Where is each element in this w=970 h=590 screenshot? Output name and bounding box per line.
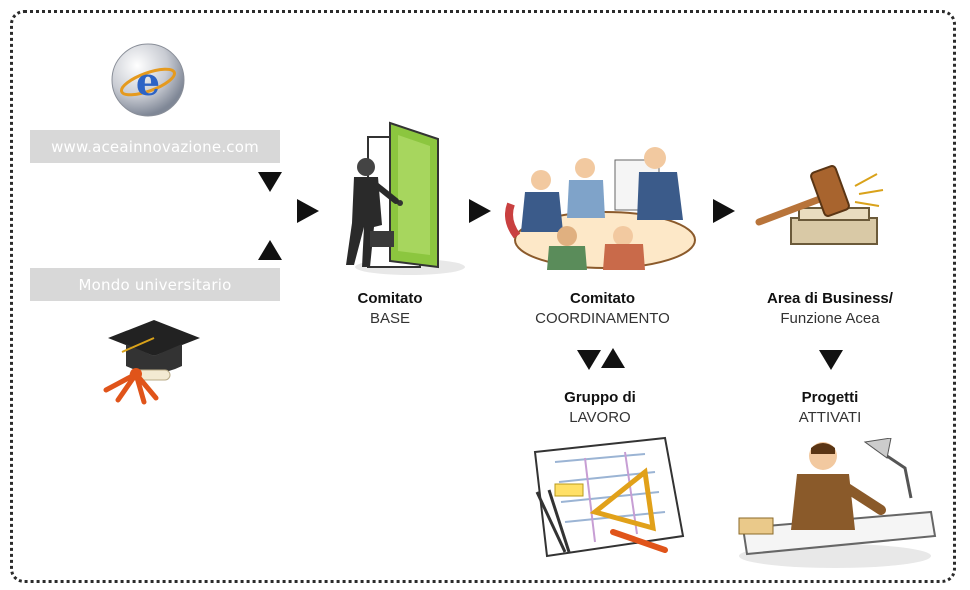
comitato-coordinamento-title: Comitato [570,290,635,307]
node-comitato-base: Comitato BASE [320,289,460,329]
arrow-to-business [713,199,735,223]
node-area-business: Area di Business/ Funzione Acea [730,289,930,329]
progetti-attivati-title: Progetti [801,389,859,406]
area-business-title: Area di Business/ [767,290,893,307]
comitato-base-subtitle: BASE [369,310,411,327]
node-gruppo-lavoro: Gruppo di LAVORO [515,388,685,428]
gruppo-lavoro-title: Gruppo di [564,389,636,406]
area-business-subtitle: Funzione Acea [780,310,880,327]
designer-desk-icon [735,437,940,578]
node-progetti-attivati: Progetti ATTIVATI [760,388,900,428]
website-source-bar: www.aceainnovazione.com [30,130,280,163]
meeting-table-icon [505,140,700,280]
web-globe-icon: e [108,40,188,125]
node-comitato-coordinamento: Comitato COORDINAMENTO [505,289,700,329]
website-source-label: www.aceainnovazione.com [51,137,259,156]
arrow-down-to-progetti [819,350,843,370]
arrow-up-from-university [258,240,282,260]
gruppo-lavoro-subtitle: LAVORO [569,409,631,426]
businessman-door-icon [330,115,470,285]
comitato-base-title: Comitato [357,290,423,307]
arrow-down-to-gruppo [577,350,601,370]
arrow-up-from-gruppo [601,348,625,368]
arrow-to-coordinamento [469,199,491,223]
arrow-to-base [297,199,319,223]
svg-text:e: e [136,59,160,104]
gavel-icon [755,160,890,265]
diagram-frame [10,10,956,583]
comitato-coordinamento-subtitle: COORDINAMENTO [535,310,670,327]
progetti-attivati-subtitle: ATTIVATI [798,409,862,426]
graduation-cap-icon [96,308,206,413]
arrow-down-from-website [258,172,282,192]
university-source-label: Mondo universitario [78,275,232,294]
blueprint-tools-icon [525,432,690,567]
university-source-bar: Mondo universitario [30,268,280,301]
